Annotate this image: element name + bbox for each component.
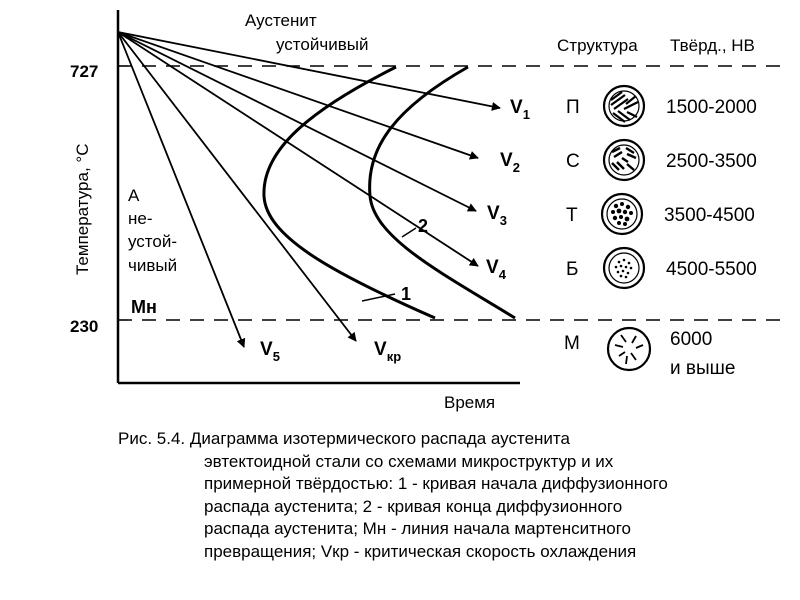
figure-caption: Рис. 5.4. Диаграмма изотермического расп… bbox=[118, 428, 788, 563]
martensite-micro-icon bbox=[606, 326, 652, 372]
austenite-unstable-line4: чивый bbox=[128, 256, 177, 275]
rate-label-v3: V3 bbox=[487, 203, 507, 228]
austenite-stable-line1: Аустенит bbox=[245, 11, 317, 30]
rate-label-v1: V1 bbox=[510, 97, 530, 122]
austenite-stable-line2: устойчивый bbox=[276, 35, 368, 54]
caption-line-3: примерной твёрдостью: 1 - кривая начала … bbox=[204, 474, 668, 493]
y-axis-label: Температура, °С bbox=[73, 144, 92, 275]
temp-727-label: 727 bbox=[70, 62, 98, 81]
caption-line-2: эвтектоидной стали со схемами микрострук… bbox=[204, 451, 614, 471]
hardness-s: 2500-3500 bbox=[666, 151, 757, 172]
hardness-m-line1: 6000 bbox=[670, 329, 712, 350]
curve-1-label: 1 bbox=[401, 284, 411, 304]
curve-2-label: 2 bbox=[418, 216, 428, 236]
caption-line-4: распада аустенита; 2 - кривая конца дифф… bbox=[204, 496, 623, 516]
curve-1-leader bbox=[361, 293, 396, 302]
bainite-micro-icon bbox=[602, 246, 646, 290]
hardness-header: Твёрд., НВ bbox=[670, 36, 755, 55]
rate-label-vkr: Vкр bbox=[374, 339, 401, 364]
sorbite-micro-icon bbox=[602, 138, 646, 182]
curve-1-start bbox=[262, 65, 436, 320]
rate-label-v2: V2 bbox=[500, 150, 520, 175]
curve-2-leader bbox=[401, 227, 417, 238]
arrow-v2 bbox=[117, 31, 479, 160]
hardness-b: 4500-5500 bbox=[666, 259, 757, 280]
structure-t: Т bbox=[566, 205, 578, 226]
caption-line-1: Рис. 5.4. Диаграмма изотермического расп… bbox=[118, 429, 570, 448]
structure-s: С bbox=[566, 151, 580, 172]
mn-label: Мн bbox=[131, 297, 157, 317]
troostite-micro-icon bbox=[600, 192, 644, 236]
austenite-unstable-line3: устой- bbox=[128, 232, 177, 251]
arrow-v3 bbox=[117, 31, 477, 212]
pearlite-micro-icon bbox=[602, 84, 646, 128]
caption-line-6: превращения; Vкр - критическая скорость … bbox=[204, 541, 637, 561]
x-axis-label: Время bbox=[444, 393, 495, 412]
structure-m: М bbox=[564, 333, 580, 354]
curve-2-end bbox=[368, 65, 516, 320]
arrow-v5 bbox=[117, 31, 246, 348]
structure-b: Б bbox=[566, 259, 578, 280]
rate-label-v5: V5 bbox=[260, 339, 280, 364]
arrow-v4 bbox=[117, 31, 479, 267]
hardness-m-line2: и выше bbox=[670, 358, 735, 379]
structure-header: Структура bbox=[557, 36, 638, 55]
rate-label-v4: V4 bbox=[486, 257, 507, 282]
hardness-p: 1500-2000 bbox=[666, 97, 757, 118]
austenite-unstable-line1: А bbox=[128, 186, 140, 205]
hardness-t: 3500-4500 bbox=[664, 205, 755, 226]
arrow-v1 bbox=[117, 31, 501, 111]
austenite-unstable-line2: не- bbox=[128, 209, 153, 228]
arrow-vkr bbox=[117, 31, 357, 342]
cooling-rate-arrows bbox=[117, 31, 501, 348]
caption-line-5: распада аустенита; Мн - линия начала мар… bbox=[204, 519, 632, 538]
structure-p: П bbox=[566, 97, 580, 118]
temp-230-label: 230 bbox=[70, 317, 98, 336]
